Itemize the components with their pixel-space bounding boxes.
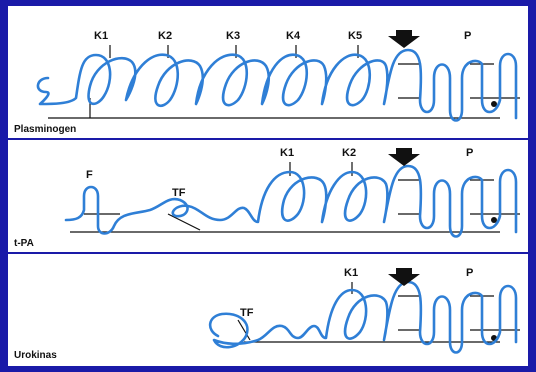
domain-label: K5 xyxy=(348,30,362,42)
protein-name: Urokinas xyxy=(14,350,57,361)
domain-label: K1 xyxy=(94,30,108,42)
domain-label: K2 xyxy=(158,30,172,42)
active-site-dot xyxy=(491,217,497,223)
domain-label: TF xyxy=(172,187,186,199)
domain-label: K4 xyxy=(286,30,301,42)
domain-label: K1 xyxy=(280,147,294,159)
domain-label: P xyxy=(466,267,473,279)
domain-label: TF xyxy=(240,307,254,319)
domain-label: K2 xyxy=(342,147,356,159)
protein-name: t-PA xyxy=(14,238,34,249)
protein-name: Plasminogen xyxy=(14,124,76,135)
domain-label: K3 xyxy=(226,30,240,42)
domain-label: K1 xyxy=(344,267,358,279)
active-site-dot xyxy=(491,101,497,107)
domain-label: P xyxy=(466,147,473,159)
domain-label: P xyxy=(464,30,471,42)
domain-label: F xyxy=(86,169,93,181)
